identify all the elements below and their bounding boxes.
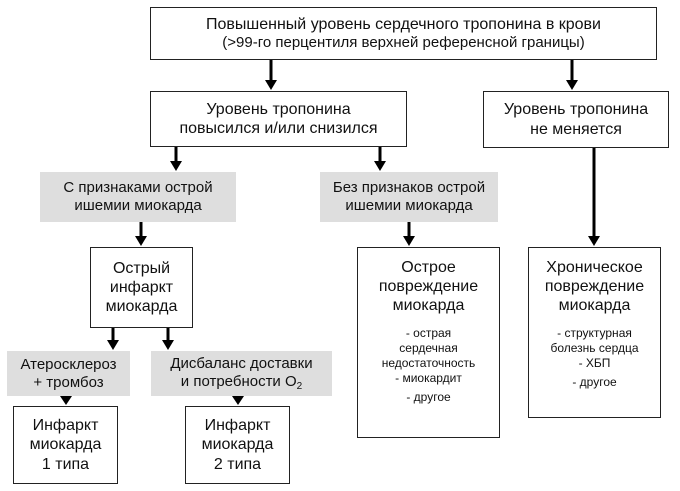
acute-injury-item: - миокардит bbox=[395, 370, 462, 385]
ischemia-yes-line2: ишемии миокарда bbox=[74, 197, 202, 214]
acute-injury-box: Острое повреждение миокарда - острая сер… bbox=[357, 247, 500, 438]
acute-injury-item: - острая bbox=[405, 325, 452, 340]
mi1-line2: миокарда bbox=[29, 436, 102, 454]
changed-line2: повысился и/или снизился bbox=[179, 120, 378, 137]
imbalance-subscript: 2 bbox=[296, 380, 303, 392]
ischemia-yes-label: С признаками острой ишемии миокарда bbox=[40, 172, 236, 222]
chronic-injury-item: болезнь сердца bbox=[550, 340, 639, 355]
chronic-injury-item: - структурная bbox=[557, 325, 632, 340]
chronic-injury-item: - другое bbox=[572, 374, 617, 389]
mi2-line2: миокарда bbox=[201, 436, 274, 454]
ischemia-yes-line1: С признаками острой bbox=[63, 179, 213, 196]
ami-line2: инфаркт bbox=[109, 278, 174, 296]
mi1-line3: 1 типа bbox=[41, 455, 90, 473]
chronic-injury-line2: повреждение bbox=[544, 278, 645, 296]
acute-mi-box: Острый инфаркт миокарда bbox=[90, 247, 193, 328]
imbalance-line2-text: и потребности O bbox=[180, 372, 297, 390]
ischemia-no-label: Без признаков острой ишемии миокарда bbox=[320, 172, 498, 222]
changed-line1: Уровень тропонина bbox=[206, 100, 351, 118]
mi-type1-box: Инфаркт миокарда 1 типа bbox=[13, 406, 118, 484]
unchanged-line2: не меняется bbox=[530, 120, 622, 138]
imbalance-line2: и потребности O2 bbox=[181, 373, 302, 393]
mi2-line1: Инфаркт bbox=[204, 417, 271, 435]
chronic-injury-box: Хроническое повреждение миокарда - струк… bbox=[528, 247, 661, 418]
imbalance-line1: Дисбаланс доставки bbox=[170, 354, 313, 372]
acute-injury-line2: повреждение bbox=[378, 278, 479, 296]
acute-injury-item: сердечная bbox=[399, 340, 458, 355]
chronic-injury-line1: Хроническое bbox=[546, 259, 643, 276]
acute-injury-list: - острая сердечная недостаточность - мио… bbox=[382, 326, 476, 405]
imbalance-label: Дисбаланс доставки и потребности O2 bbox=[151, 351, 332, 396]
athero-line2: + тромбоз bbox=[33, 373, 104, 391]
unchanged-line1: Уровень тропонина bbox=[503, 101, 649, 119]
ischemia-no-line1: Без признаков острой bbox=[332, 179, 486, 196]
chronic-injury-item: - ХБП bbox=[578, 355, 611, 370]
ami-line1: Острый bbox=[112, 259, 171, 277]
athero-line1: Атеросклероз bbox=[20, 355, 117, 373]
ischemia-no-line2: ишемии миокарда bbox=[345, 197, 473, 214]
top-line1: Повышенный уровень сердечного тропонина … bbox=[206, 15, 601, 33]
mi2-line3: 2 типа bbox=[213, 455, 262, 473]
acute-injury-line3: миокарда bbox=[392, 297, 465, 315]
changed-box: Уровень тропонина повысился и/или снизил… bbox=[150, 91, 407, 147]
mi-type2-box: Инфаркт миокарда 2 типа bbox=[185, 406, 290, 484]
acute-injury-item: - другое bbox=[406, 389, 451, 404]
top-line2: (>99-го перцентиля верхней референсной г… bbox=[222, 34, 585, 52]
unchanged-box: Уровень тропонина не меняется bbox=[483, 91, 669, 148]
chronic-injury-list: - структурная болезнь сердца - ХБП - дру… bbox=[550, 326, 638, 390]
chronic-injury-line3: миокарда bbox=[558, 297, 631, 315]
top-box-elevated-troponin: Повышенный уровень сердечного тропонина … bbox=[150, 7, 657, 60]
acute-injury-line1: Острое bbox=[401, 259, 456, 276]
ami-line3: миокарда bbox=[105, 298, 178, 316]
mi1-line1: Инфаркт bbox=[32, 417, 99, 435]
acute-injury-item: недостаточность bbox=[381, 355, 476, 370]
athero-label: Атеросклероз + тромбоз bbox=[7, 351, 130, 396]
